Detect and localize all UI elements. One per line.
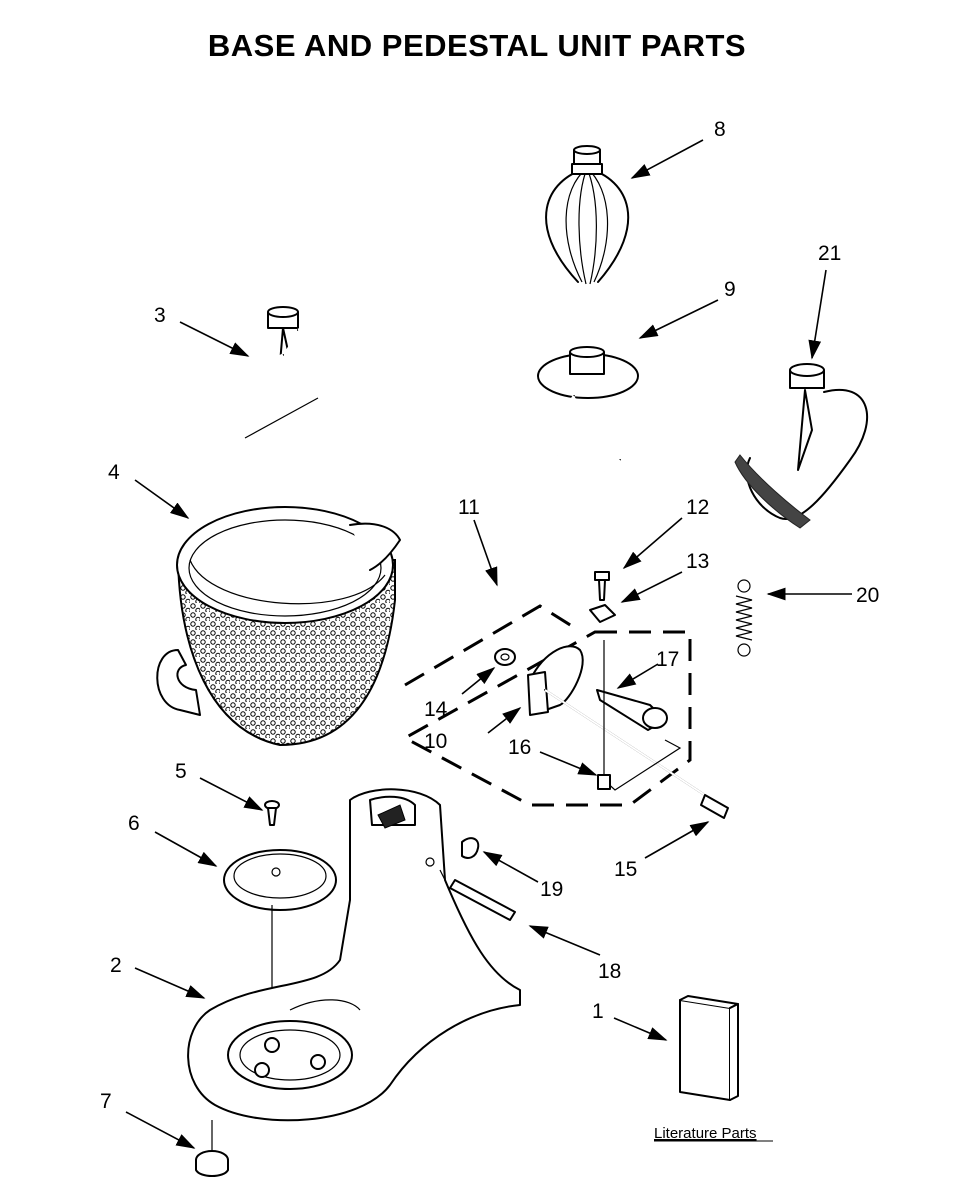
callout-7: 7 — [100, 1090, 112, 1113]
callout-19: 19 — [540, 878, 563, 901]
callout-15: 15 — [614, 858, 637, 881]
spring-part — [735, 579, 753, 657]
page-title: BASE AND PEDESTAL UNIT PARTS — [207, 28, 747, 63]
callout-20: 20 — [856, 584, 879, 607]
callout-14: 14 — [424, 698, 448, 721]
flat-beater-part — [229, 306, 344, 465]
callout-10: 10 — [424, 730, 447, 753]
screw-part — [264, 800, 280, 826]
pedestal-base-part — [187, 788, 521, 1122]
callout-21: 21 — [818, 242, 841, 265]
callout-5: 5 — [175, 760, 187, 783]
clamp-plate-part — [223, 849, 337, 1010]
literature-parts-label[interactable]: Literature Parts — [654, 1125, 757, 1142]
callout-labels: 1 2 3 4 5 6 7 8 9 10 11 12 13 14 15 16 1… — [100, 118, 879, 1142]
flex-edge-beater-part — [734, 363, 868, 529]
callout-9: 9 — [724, 278, 736, 301]
wire-whip-part — [545, 145, 630, 285]
literature-booklet-part — [679, 995, 739, 1101]
callout-2: 2 — [110, 954, 122, 977]
callout-1: 1 — [592, 1000, 604, 1023]
callout-13: 13 — [686, 550, 709, 573]
callout-4: 4 — [108, 461, 120, 484]
leader-lines — [125, 139, 852, 1149]
callout-6: 6 — [128, 812, 140, 835]
callout-3: 3 — [154, 304, 166, 327]
callout-18: 18 — [598, 960, 621, 983]
foot-part — [195, 1120, 229, 1177]
hinge-pin-part — [449, 879, 516, 921]
mixing-bowl-part — [156, 506, 401, 747]
callout-16: 16 — [508, 736, 531, 759]
callout-17: 17 — [656, 648, 679, 671]
callout-8: 8 — [714, 118, 726, 141]
hinge-assembly-group — [401, 571, 729, 819]
callout-11: 11 — [458, 496, 480, 519]
bracket-clip-part — [461, 837, 480, 859]
callout-12: 12 — [686, 496, 709, 519]
dough-hook-part — [537, 346, 639, 473]
